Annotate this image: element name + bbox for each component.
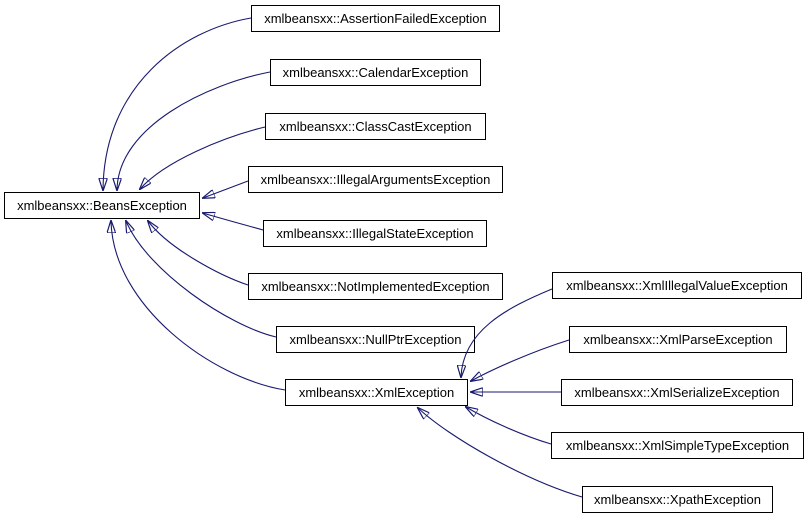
class-node-null-ptr-exception[interactable]: xmlbeansxx::NullPtrException bbox=[276, 326, 475, 353]
edge-illegal-state-to-beans bbox=[203, 213, 264, 231]
class-node-not-implemented-exception[interactable]: xmlbeansxx::NotImplementedException bbox=[248, 273, 503, 300]
edge-xml-parse-to-xml-exception bbox=[471, 339, 570, 381]
edge-illegal-arguments-to-beans bbox=[203, 180, 249, 198]
edge-xml-simple-type-to-xml-exception bbox=[466, 407, 552, 445]
class-node-xml-parse-exception[interactable]: xmlbeansxx::XmlParseException bbox=[569, 326, 787, 353]
class-node-class-cast-exception[interactable]: xmlbeansxx::ClassCastException bbox=[265, 113, 486, 140]
class-node-xml-simple-type-exception[interactable]: xmlbeansxx::XmlSimpleTypeException bbox=[551, 432, 804, 459]
class-node-illegal-state-exception[interactable]: xmlbeansxx::IllegalStateException bbox=[263, 220, 487, 247]
class-node-xml-serialize-exception[interactable]: xmlbeansxx::XmlSerializeException bbox=[561, 379, 793, 406]
class-node-beans-exception[interactable]: xmlbeansxx::BeansException bbox=[4, 192, 200, 219]
edge-xml-exception-to-beans bbox=[111, 221, 286, 391]
class-node-illegal-arguments-exception[interactable]: xmlbeansxx::IllegalArgumentsException bbox=[248, 166, 503, 193]
edge-not-implemented-to-beans bbox=[148, 221, 249, 286]
class-node-assertion-failed-exception[interactable]: xmlbeansxx::AssertionFailedException bbox=[251, 5, 500, 32]
class-node-xml-illegal-value-exception[interactable]: xmlbeansxx::XmlIllegalValueException bbox=[552, 272, 802, 299]
edge-assertion-failed-to-beans bbox=[103, 17, 252, 190]
class-node-xpath-exception[interactable]: xmlbeansxx::XpathException bbox=[582, 486, 773, 513]
class-node-calendar-exception[interactable]: xmlbeansxx::CalendarException bbox=[270, 59, 481, 86]
class-node-xml-exception[interactable]: xmlbeansxx::XmlException bbox=[285, 379, 468, 406]
edge-class-cast-to-beans bbox=[140, 126, 266, 189]
